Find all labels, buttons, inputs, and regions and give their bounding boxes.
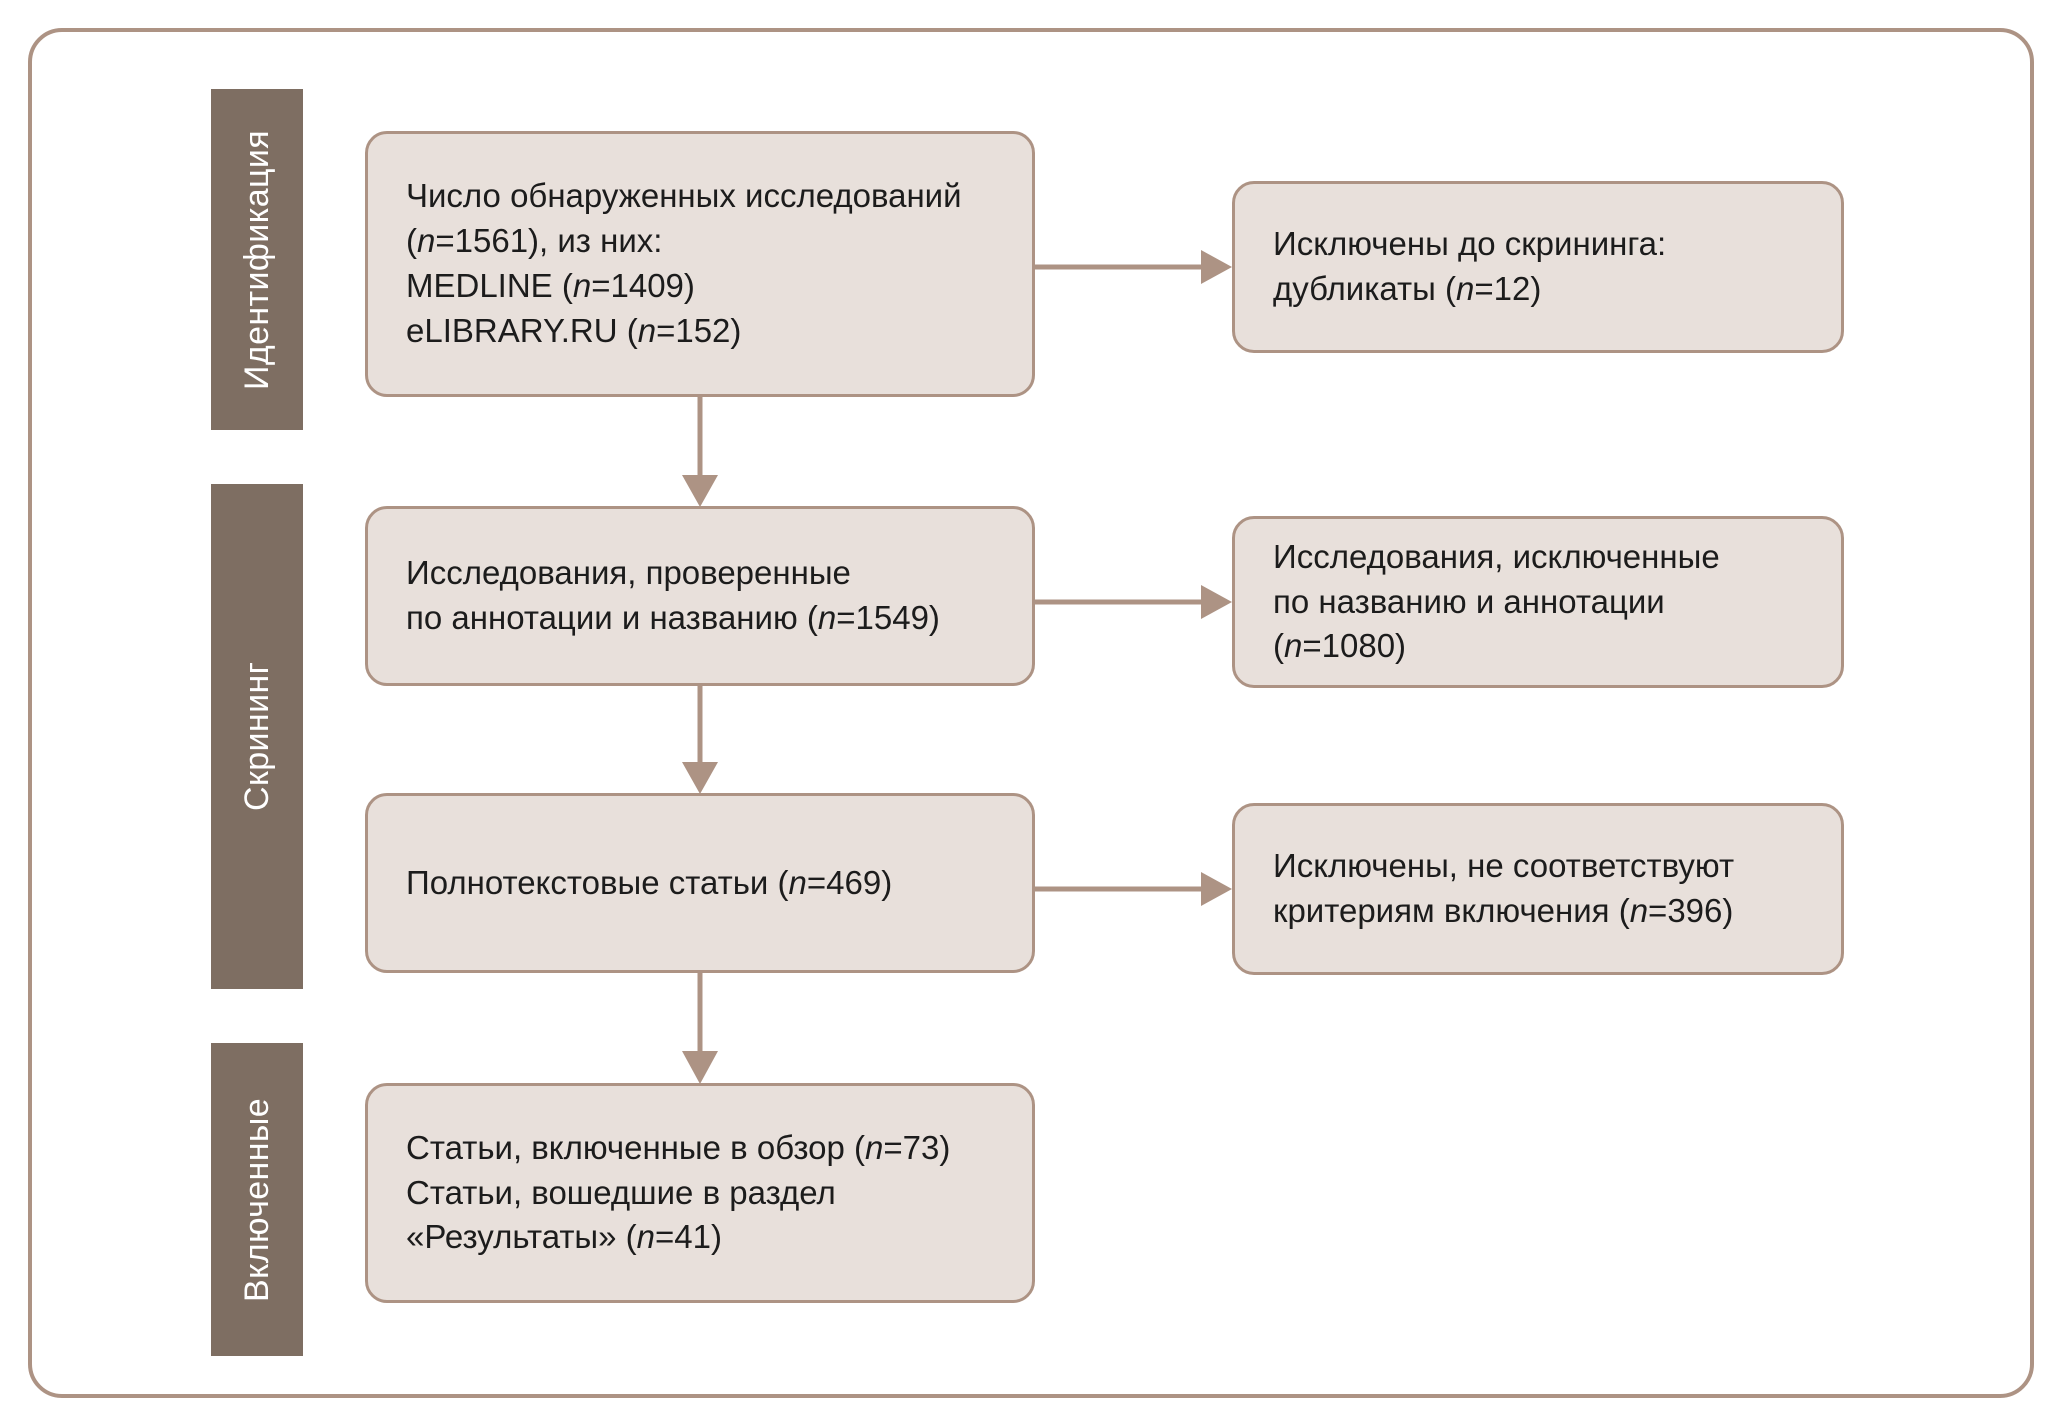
box-excluded-title-abstract: Исследования, исключенные по названию и … xyxy=(1232,516,1844,688)
stage-bar-included: Включенные xyxy=(211,1043,303,1356)
box-records-screened: Исследования, проверенные по аннотации и… xyxy=(365,506,1035,686)
box-records-screened-text: Исследования, проверенные по аннотации и… xyxy=(406,554,940,636)
box-fulltext-articles: Полнотекстовые статьи (n=469) xyxy=(365,793,1035,973)
box-included-articles-text: Статьи, включенные в обзор (n=73) Статьи… xyxy=(406,1128,951,1256)
stage-label-screening: Скрининг xyxy=(238,661,276,812)
box-excluded-criteria-text: Исключены, не соответствуют критериям вк… xyxy=(1273,847,1735,929)
box-excluded-title-abstract-text: Исследования, исключенные по названию и … xyxy=(1273,537,1720,665)
box-fulltext-articles-text: Полнотекстовые статьи (n=469) xyxy=(406,863,893,901)
box-excluded-duplicates: Исключены до скрининга: дубликаты (n=12) xyxy=(1232,181,1844,353)
figure-frame xyxy=(28,28,2034,1398)
stage-bar-identification: Идентификация xyxy=(211,89,303,430)
box-included-articles: Статьи, включенные в обзор (n=73) Статьи… xyxy=(365,1083,1035,1303)
box-records-identified: Число обнаруженных исследований (n=1561)… xyxy=(365,131,1035,397)
stage-label-identification: Идентификация xyxy=(238,129,276,390)
box-excluded-criteria: Исключены, не соответствуют критериям вк… xyxy=(1232,803,1844,975)
box-excluded-duplicates-text: Исключены до скрининга: дубликаты (n=12) xyxy=(1273,225,1667,307)
stage-bar-screening: Скрининг xyxy=(211,484,303,989)
box-records-identified-text: Число обнаруженных исследований (n=1561)… xyxy=(406,177,962,349)
stage-label-included: Включенные xyxy=(238,1097,276,1302)
